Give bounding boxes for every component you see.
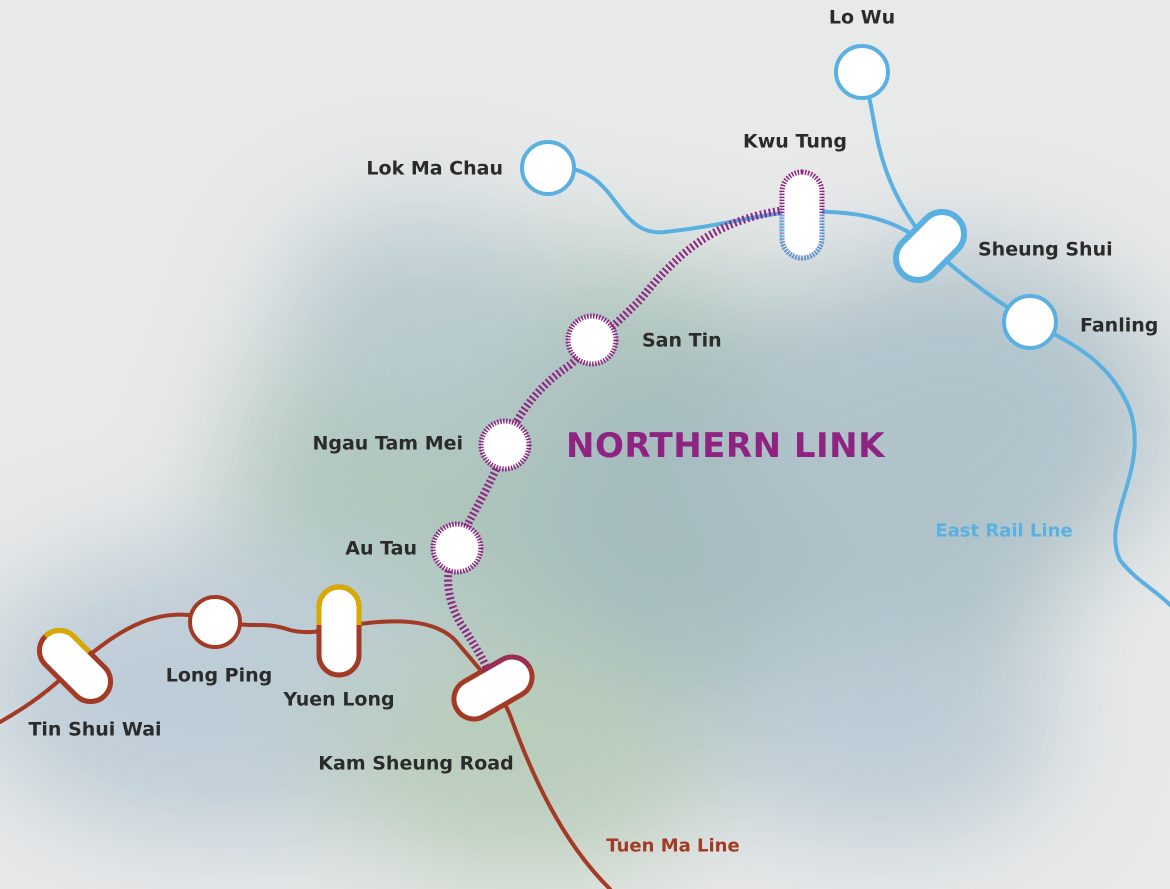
label-lok-ma-chau: Lok Ma Chau [366, 157, 503, 180]
station-yuen-long[interactable] [316, 584, 362, 678]
label-au-tau: Au Tau [345, 537, 417, 560]
northern-link-title: NORTHERN LINK [566, 426, 885, 466]
east-rail-line-label: East Rail Line [935, 520, 1073, 542]
label-long-ping: Long Ping [165, 664, 273, 687]
east-rail-branch-lo-wu [860, 70, 932, 248]
label-san-tin: San Tin [642, 329, 722, 352]
station-ngau-tam-mei[interactable] [478, 418, 532, 472]
tuen-ma-line-label: Tuen Ma Line [606, 835, 740, 857]
label-lo-wu: Lo Wu [828, 6, 896, 29]
east-rail-branch-lok-ma-chau [546, 165, 932, 248]
station-kwu-tung[interactable] [779, 169, 825, 261]
station-lok-ma-chau[interactable] [520, 140, 576, 196]
label-kam-sheung-road: Kam Sheung Road [318, 752, 514, 775]
station-sheung-shui[interactable] [887, 203, 973, 289]
station-fanling[interactable] [1002, 294, 1058, 350]
terrain-background [0, 210, 1170, 880]
label-kwu-tung: Kwu Tung [743, 130, 847, 153]
northern-link-line [444, 204, 803, 689]
station-kam-sheung-road[interactable] [447, 650, 540, 727]
label-ngau-tam-mei: Ngau Tam Mei [312, 432, 463, 455]
station-san-tin[interactable] [565, 313, 619, 367]
label-fanling: Fanling [1080, 314, 1159, 337]
station-long-ping[interactable] [188, 595, 242, 649]
station-tin-shui-wai[interactable] [31, 622, 119, 710]
east-rail-main [928, 244, 1170, 607]
station-lo-wu[interactable] [834, 44, 890, 100]
station-au-tau[interactable] [430, 521, 484, 575]
label-sheung-shui: Sheung Shui [978, 238, 1113, 261]
label-yuen-long: Yuen Long [283, 688, 395, 711]
label-tin-shui-wai: Tin Shui Wai [28, 718, 162, 741]
